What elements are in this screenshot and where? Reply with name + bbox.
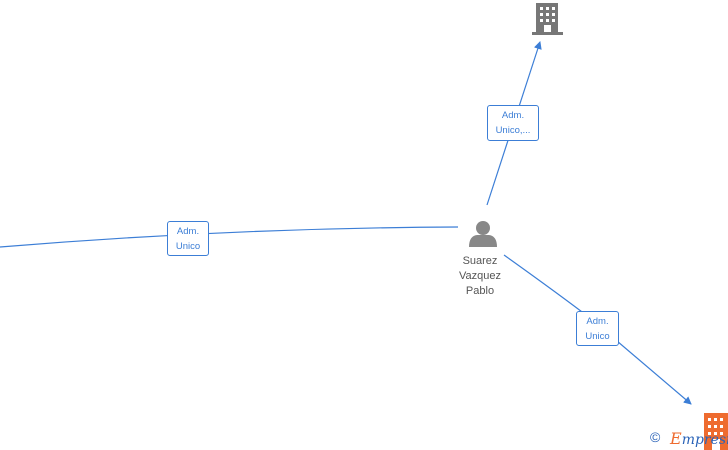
person-name-line: Vazquez — [459, 270, 501, 282]
edge-label-top[interactable]: Adm. Unico,... — [487, 105, 539, 141]
copyright-symbol: © — [650, 429, 661, 445]
edge-label-line: Unico — [175, 241, 201, 252]
edge-label-line: Adm. — [501, 110, 525, 121]
edge-label-bottom[interactable]: Adm. Unico — [576, 311, 619, 346]
edge-label-line: Adm. — [586, 316, 609, 327]
person-name-line: Pablo — [465, 285, 495, 297]
building-icon[interactable] — [704, 413, 728, 450]
person-icon[interactable] — [469, 221, 497, 247]
edge-label-left[interactable]: Adm. Unico — [167, 221, 209, 256]
building-icon[interactable] — [532, 3, 563, 35]
person-name-line: Suarez — [462, 255, 498, 267]
edge-label-line: Unico — [585, 331, 610, 342]
person-name[interactable]: Suarez Vazquez Pablo — [440, 254, 520, 299]
brand-logo: Empresia — [670, 429, 728, 448]
edge-line-left — [0, 226, 459, 248]
edge-label-line: Adm. — [176, 226, 200, 237]
edge-label-line: Unico,... — [495, 125, 531, 136]
